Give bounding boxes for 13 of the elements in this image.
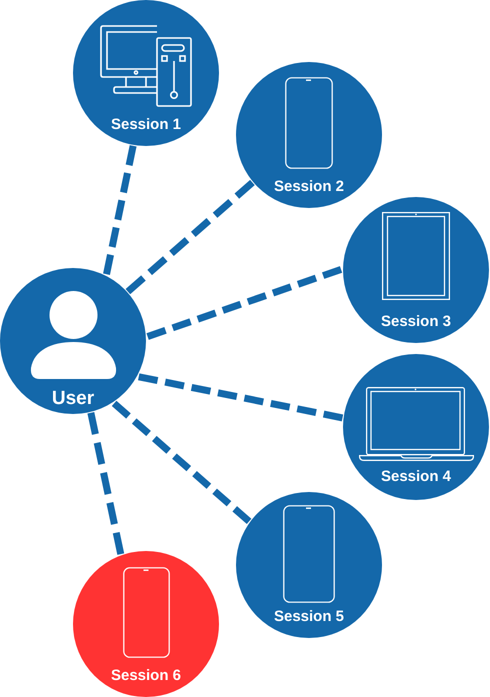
dashed-connector — [146, 266, 342, 340]
dashed-connector — [138, 373, 344, 422]
dashed-connector — [87, 412, 124, 555]
node-label: Session 2 — [274, 179, 344, 194]
dashed-connector — [126, 180, 255, 294]
node-label: Session 6 — [110, 668, 182, 683]
node-label: User — [52, 389, 94, 408]
node-label: Session 3 — [380, 314, 452, 329]
node-label: Session 5 — [274, 609, 344, 624]
node-label: Session 1 — [110, 117, 182, 132]
node-label: Session 4 — [380, 469, 452, 484]
dashed-connector — [103, 145, 137, 275]
dashed-connector — [112, 400, 252, 524]
